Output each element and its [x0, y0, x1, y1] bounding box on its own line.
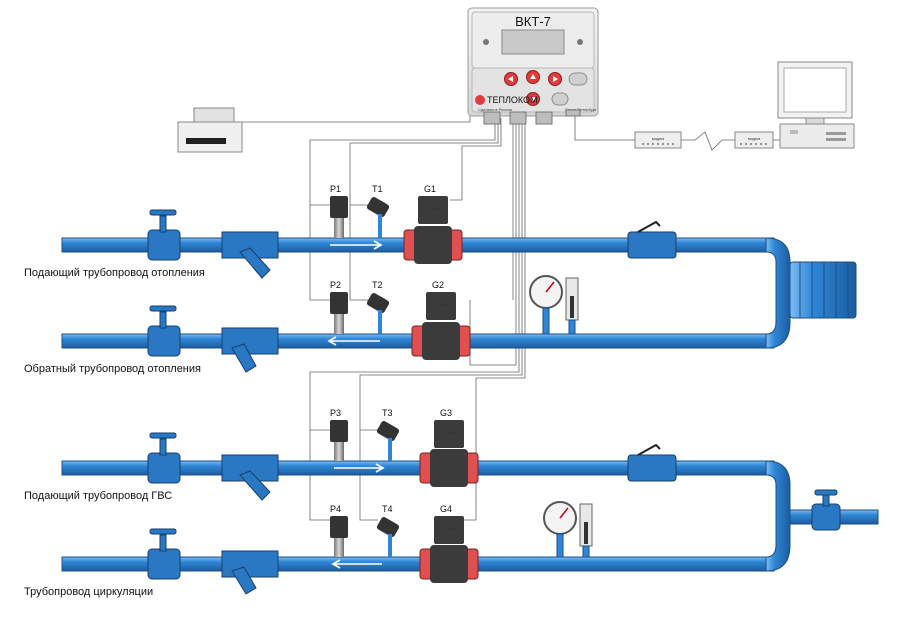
gate-valve-1 — [147, 209, 181, 261]
outlet-valve — [811, 489, 841, 531]
meter-label: ПРЭМ — [443, 430, 455, 435]
pressure-label: P1 — [330, 184, 341, 194]
up-arrow-button[interactable] — [526, 70, 540, 84]
temperature-sensor-t1: T1 — [366, 184, 390, 238]
temperature-sensor-t2: T2 — [366, 280, 390, 334]
signal-wires — [240, 111, 785, 521]
meter-label: ПРЭМ — [427, 206, 439, 211]
flow-label: G1 — [424, 184, 436, 194]
right-arrow-button[interactable] — [548, 72, 562, 86]
thermometer-icon — [565, 277, 579, 335]
pressure-label: P4 — [330, 504, 341, 514]
enter-button[interactable] — [551, 92, 569, 106]
down-arrow-button[interactable] — [526, 92, 540, 106]
check-valve-1 — [627, 220, 677, 259]
check-valve-2 — [627, 443, 677, 482]
pipeline-label-dhw-supply: Подающий трубопровод ГВС — [24, 490, 172, 502]
computer-icon — [777, 61, 855, 149]
menu-button[interactable] — [568, 72, 588, 86]
modem-label: модем — [748, 136, 760, 141]
meter-label: ПРЭМ — [435, 302, 447, 307]
vkt7-heat-calculator: ВКТ-7 ТЕПЛОКОМ Сделано в России Санкт-Пе… — [467, 7, 599, 125]
gate-valve-3 — [147, 432, 181, 484]
device-title: ВКТ-7 — [515, 14, 551, 29]
device-display — [501, 29, 565, 55]
flow-label: G2 — [432, 280, 444, 290]
printer-icon — [177, 107, 243, 153]
flow-arrows — [327, 240, 385, 569]
modem-left: модем — [634, 131, 682, 149]
strainer-1 — [221, 231, 279, 279]
city-label: Санкт-Петербург — [565, 107, 597, 112]
modem-label: модем — [652, 136, 664, 141]
pressure-sensor-p3: P3 — [330, 408, 348, 461]
left-arrow-button[interactable] — [504, 72, 518, 86]
flow-meter-g3: G3 ПРЭМ — [419, 408, 479, 487]
gate-valve-2 — [147, 305, 181, 357]
flow-meter-g1: G1 ПРЭМ — [403, 184, 463, 264]
temperature-sensor-t4: T4 — [376, 504, 400, 557]
brand-label: ТЕПЛОКОМ — [487, 95, 538, 105]
pressure-label: P3 — [330, 408, 341, 418]
temperature-label: T1 — [372, 184, 383, 194]
flow-meter-g4: G4 ПРЭМ — [419, 504, 479, 583]
flow-meter-g2: G2 ПРЭМ — [411, 280, 471, 360]
cable-glands — [483, 109, 581, 125]
flow-label: G3 — [440, 408, 452, 418]
temperature-label: T4 — [382, 504, 393, 514]
temperature-label: T3 — [382, 408, 393, 418]
screw-icon — [483, 39, 489, 45]
thermometer-icon — [579, 503, 593, 558]
pressure-sensor-p2: P2 — [330, 280, 348, 334]
pressure-sensor-p4: P4 — [330, 504, 348, 557]
screw-icon — [577, 39, 583, 45]
meter-label: ПРЭМ — [443, 526, 455, 531]
pressure-sensor-p1: P1 — [330, 184, 348, 238]
strainer-2 — [221, 327, 279, 373]
pipeline-label-heating-supply: Подающий трубопровод отопления — [24, 267, 205, 279]
temperature-label: T2 — [372, 280, 383, 290]
teplokom-logo-icon — [475, 95, 485, 105]
pressure-gauge-icon — [543, 501, 577, 558]
strainer-3 — [221, 454, 279, 501]
temperature-sensor-t3: T3 — [376, 408, 400, 461]
modem-right: модем — [734, 131, 774, 149]
flow-label: G4 — [440, 504, 452, 514]
radiator-icon — [789, 261, 857, 319]
gate-valve-4 — [147, 528, 181, 580]
strainer-4 — [221, 550, 279, 595]
pressure-gauge-icon — [529, 275, 563, 335]
pressure-label: P2 — [330, 280, 341, 290]
made-in-label: Сделано в России — [478, 107, 512, 112]
pipeline-label-heating-return: Обратный трубопровод отопления — [24, 363, 201, 375]
pipework — [61, 237, 879, 572]
pipeline-label-circulation: Трубопровод циркуляции — [24, 586, 153, 598]
